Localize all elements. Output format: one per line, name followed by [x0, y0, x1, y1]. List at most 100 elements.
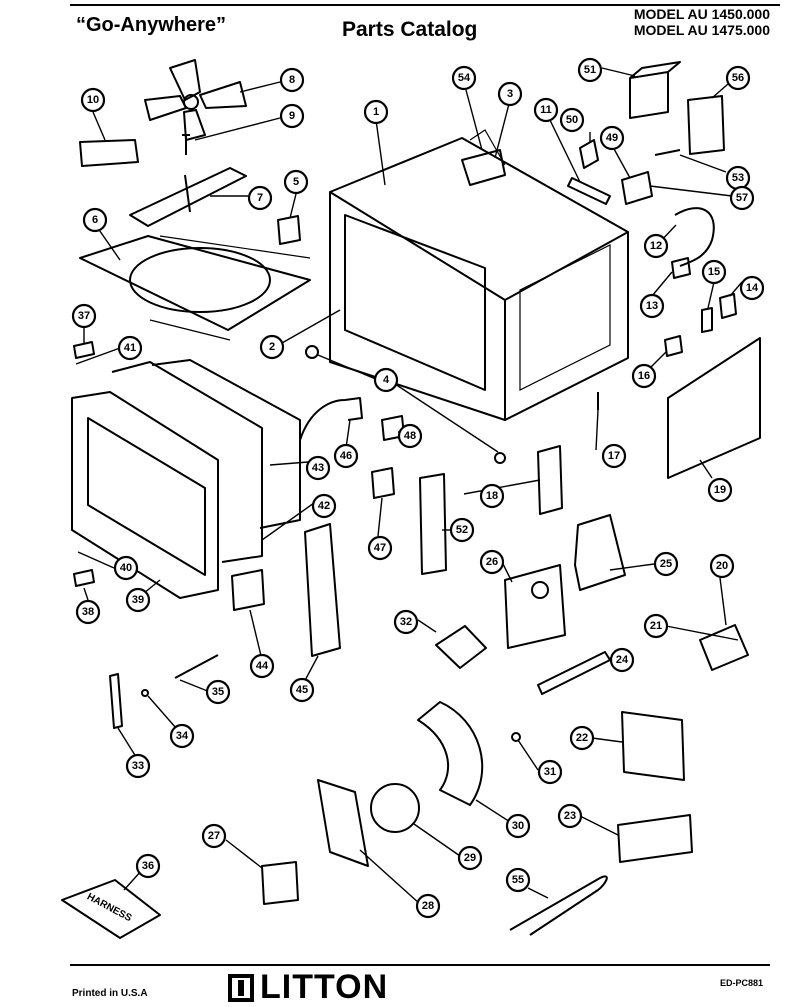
- svg-text:17: 17: [608, 450, 620, 462]
- svg-text:1: 1: [373, 106, 379, 118]
- back-panel-part: [667, 337, 761, 479]
- svg-text:32: 32: [400, 616, 412, 628]
- svg-text:8: 8: [289, 74, 295, 86]
- callout-17: 17: [601, 443, 627, 469]
- svg-text:9: 9: [289, 110, 295, 122]
- callout-48: 48: [397, 423, 423, 449]
- svg-text:33: 33: [132, 760, 144, 772]
- panel-52-part: [419, 473, 447, 575]
- svg-text:40: 40: [120, 562, 132, 574]
- part-53: [654, 149, 681, 156]
- svg-text:12: 12: [650, 240, 662, 252]
- part-37: [73, 341, 95, 359]
- svg-text:6: 6: [92, 214, 98, 226]
- callout-24: 24: [609, 647, 635, 673]
- part-31: [511, 732, 521, 742]
- base-plate-part: [79, 235, 311, 341]
- svg-text:34: 34: [176, 730, 189, 742]
- part-38: [73, 569, 95, 587]
- brand-name: LITTON: [260, 968, 389, 1006]
- svg-text:4: 4: [383, 374, 390, 386]
- svg-text:44: 44: [256, 660, 269, 672]
- svg-text:28: 28: [422, 900, 434, 912]
- svg-text:20: 20: [716, 560, 728, 572]
- callout-25: 25: [653, 551, 679, 577]
- svg-text:54: 54: [458, 72, 471, 84]
- probe-part: [509, 875, 608, 936]
- cabinet-part: [329, 129, 629, 421]
- svg-text:56: 56: [732, 72, 744, 84]
- latch-wires-part: [299, 397, 363, 441]
- box-51-part: [629, 61, 681, 119]
- part-32: [435, 625, 487, 669]
- duct-25-part: [574, 514, 626, 591]
- svg-text:19: 19: [714, 484, 726, 496]
- callout-13: 13: [639, 293, 665, 319]
- callout-19: 19: [707, 477, 733, 503]
- part-35: [174, 654, 219, 679]
- svg-text:5: 5: [293, 176, 299, 188]
- svg-text:43: 43: [312, 462, 324, 474]
- svg-text:10: 10: [87, 94, 99, 106]
- svg-text:2: 2: [269, 341, 275, 353]
- svg-text:18: 18: [486, 490, 498, 502]
- catalog-name: “Go-Anywhere”: [76, 14, 227, 36]
- callout-40: 40: [113, 555, 139, 581]
- callout-5: 5: [283, 169, 309, 195]
- svg-text:53: 53: [732, 172, 744, 184]
- svg-text:46: 46: [340, 450, 352, 462]
- callout-22: 22: [569, 725, 595, 751]
- callout-55: 55: [505, 867, 531, 893]
- callout-51: 51: [577, 57, 603, 83]
- switch-47-part: [371, 467, 395, 499]
- callout-21: 21: [643, 613, 669, 639]
- brand-logo: LITTON: [228, 968, 388, 1007]
- exploded-parts-diagram: HARNESS: [61, 57, 765, 939]
- svg-text:16: 16: [638, 370, 650, 382]
- callout-10: 10: [80, 87, 106, 113]
- callout-16: 16: [631, 363, 657, 389]
- callout-50: 50: [559, 107, 585, 133]
- fan-wheel-part: [370, 783, 420, 833]
- callout-11: 11: [533, 97, 559, 123]
- callout-47: 47: [367, 535, 393, 561]
- callout-54: 54: [451, 65, 477, 91]
- callout-18: 18: [479, 483, 505, 509]
- top-rule: [70, 4, 780, 6]
- callout-4: 4: [373, 367, 399, 393]
- callout-44: 44: [249, 653, 275, 679]
- svg-text:27: 27: [208, 830, 220, 842]
- page-title: Parts Catalog: [342, 18, 478, 41]
- part-15: [701, 307, 713, 333]
- fan-blade-part: [144, 59, 247, 141]
- part-57: [621, 171, 653, 205]
- svg-text:42: 42: [318, 500, 330, 512]
- plate-5-part: [277, 215, 301, 245]
- callout-32: 32: [393, 609, 419, 635]
- svg-text:31: 31: [544, 766, 556, 778]
- part-34: [141, 689, 149, 697]
- callout-52: 52: [449, 517, 475, 543]
- strip-11-part: [567, 177, 611, 205]
- svg-text:35: 35: [212, 686, 224, 698]
- callout-23: 23: [557, 803, 583, 829]
- part-54: [461, 149, 506, 186]
- callout-33: 33: [125, 753, 151, 779]
- litton-logo-icon: [228, 974, 254, 1002]
- callout-57: 57: [729, 185, 755, 211]
- model-number-2: MODEL AU 1475.000: [633, 22, 770, 38]
- capacitor-part: [699, 624, 749, 671]
- part-44: [231, 569, 265, 611]
- svg-text:41: 41: [124, 342, 136, 354]
- svg-text:30: 30: [512, 820, 524, 832]
- svg-text:3: 3: [507, 88, 513, 100]
- svg-text:57: 57: [736, 192, 748, 204]
- svg-text:50: 50: [566, 114, 578, 126]
- callout-45: 45: [289, 677, 315, 703]
- svg-text:39: 39: [132, 594, 144, 606]
- callout-7: 7: [247, 185, 273, 211]
- interlock-18-part: [537, 445, 563, 515]
- callouts: 8 9 10 7 5 6 54 3 1 11 50 49 51 56 53 57…: [71, 57, 765, 919]
- plate-28-part: [317, 779, 369, 867]
- callout-24-small: 34: [169, 723, 195, 749]
